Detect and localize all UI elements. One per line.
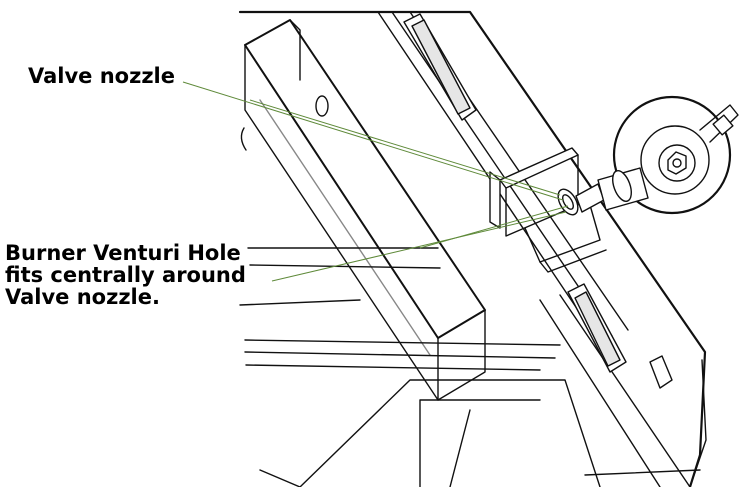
leader-line-valve-nozzle — [182, 81, 564, 201]
burner-venturi-label-line2: fits centrally around — [5, 263, 246, 287]
leader-line-burner-venturi-2 — [419, 205, 569, 249]
upper-slot — [403, 13, 477, 121]
valve-nozzle — [557, 183, 605, 216]
burner-tube — [240, 19, 486, 401]
burner-venturi-label-line3: Valve nozzle. — [5, 285, 160, 309]
lower-slot — [567, 283, 673, 389]
leader-lines — [182, 81, 569, 282]
valve-bracket — [489, 147, 607, 273]
lower-tray — [259, 379, 601, 487]
gas-valve-knob — [597, 95, 739, 215]
grill-body-outline — [238, 10, 707, 487]
burner-venturi-label-line1: Burner Venturi Hole — [5, 241, 241, 265]
leader-line-valve-nozzle-2 — [249, 99, 561, 196]
valve-nozzle-label: Valve nozzle — [28, 64, 175, 88]
burner-venturi-label: Burner Venturi Hole fits centrally aroun… — [5, 242, 246, 308]
floor-rails — [239, 247, 561, 371]
leader-line-burner-venturi — [271, 211, 567, 282]
